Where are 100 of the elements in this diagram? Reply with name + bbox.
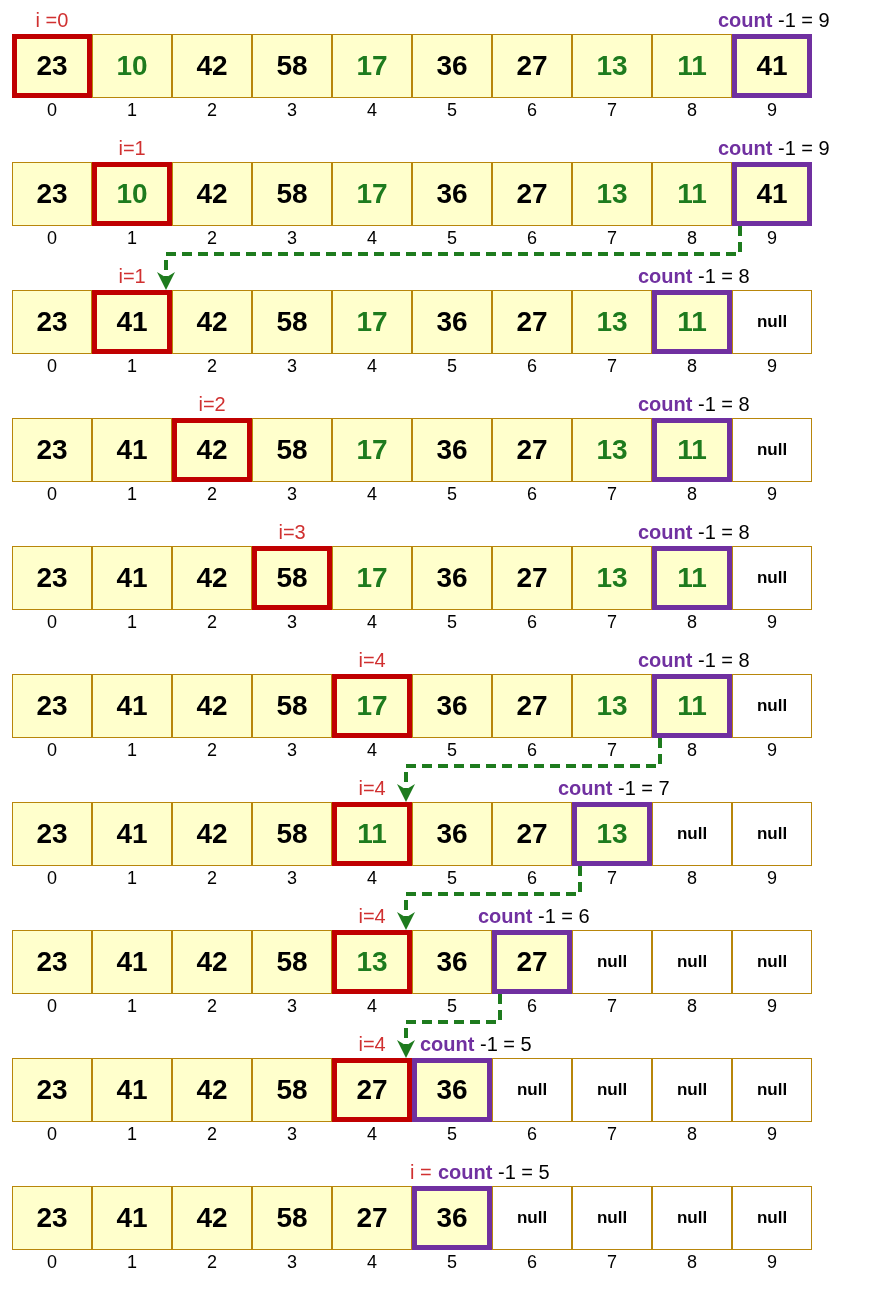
array-cell: null [492, 1186, 572, 1250]
array-cell: 42 [172, 802, 252, 866]
count-label: count -1 = 8 [638, 265, 750, 287]
array-cell: null [732, 674, 812, 738]
index-number: 9 [766, 356, 778, 376]
pointer-label: i=1 [118, 137, 146, 159]
index-number: 3 [286, 356, 298, 376]
index-number: 7 [606, 996, 618, 1016]
index-number: 8 [686, 228, 698, 248]
index-number: 3 [286, 996, 298, 1016]
index-number: 5 [446, 740, 458, 760]
index-number: 1 [126, 356, 138, 376]
index-number: 2 [206, 228, 218, 248]
array-cell: 42 [172, 1058, 252, 1122]
count-label: count -1 = 8 [638, 521, 750, 543]
index-number: 1 [126, 740, 138, 760]
array-cell: 42 [172, 162, 252, 226]
count-label: count -1 = 9 [718, 137, 830, 159]
index-number: 9 [766, 228, 778, 248]
array-cell: 17 [332, 162, 412, 226]
index-number: 7 [606, 1124, 618, 1144]
index-number: 4 [366, 100, 378, 120]
array-cell: 58 [252, 546, 332, 610]
index-number: 2 [206, 356, 218, 376]
array-cell: 27 [492, 34, 572, 98]
index-number: 6 [526, 612, 538, 632]
index-number: 0 [46, 356, 58, 376]
index-number: 3 [286, 100, 298, 120]
array-cell: 58 [252, 930, 332, 994]
array-cell: 11 [652, 162, 732, 226]
array-cell: 13 [572, 290, 652, 354]
index-number: 8 [686, 996, 698, 1016]
array-cell: 36 [412, 546, 492, 610]
array-cell: 41 [92, 930, 172, 994]
count-label: count -1 = 7 [558, 777, 670, 799]
index-number: 5 [446, 100, 458, 120]
index-number: 6 [526, 1252, 538, 1272]
array-cell: 17 [332, 34, 412, 98]
index-number: 4 [366, 868, 378, 888]
pointer-label: i=4 [358, 1033, 386, 1055]
array-cell: 27 [492, 546, 572, 610]
index-number: 2 [206, 1124, 218, 1144]
index-number: 7 [606, 1252, 618, 1272]
array-cell: 13 [572, 418, 652, 482]
pointer-label: i = [410, 1161, 432, 1183]
array-cell: null [732, 930, 812, 994]
array-cell: 13 [332, 930, 412, 994]
index-number: 5 [446, 1124, 458, 1144]
array-cell: 23 [12, 418, 92, 482]
array-cell: 23 [12, 1186, 92, 1250]
index-number: 8 [686, 1124, 698, 1144]
array-cell: 36 [412, 930, 492, 994]
array-cell: 17 [332, 290, 412, 354]
array-cell: 23 [12, 290, 92, 354]
index-number: 4 [366, 484, 378, 504]
index-number: 8 [686, 484, 698, 504]
index-number: 4 [366, 1124, 378, 1144]
array-cell: null [572, 1058, 652, 1122]
index-number: 6 [526, 868, 538, 888]
index-number: 3 [286, 740, 298, 760]
array-cell: 13 [572, 34, 652, 98]
index-number: 9 [766, 1252, 778, 1272]
array-cell: null [732, 1058, 812, 1122]
array-cell: 58 [252, 418, 332, 482]
index-number: 8 [686, 100, 698, 120]
index-number: 8 [686, 1252, 698, 1272]
array-cell: 23 [12, 930, 92, 994]
index-number: 4 [366, 356, 378, 376]
dashed-arrow [397, 738, 662, 802]
index-number: 1 [126, 868, 138, 888]
index-number: 4 [366, 612, 378, 632]
array-cell: 58 [252, 802, 332, 866]
index-number: 3 [286, 484, 298, 504]
index-number: 9 [766, 612, 778, 632]
index-number: 9 [766, 484, 778, 504]
index-number: 9 [766, 996, 778, 1016]
index-number: 5 [446, 996, 458, 1016]
index-number: 9 [766, 1124, 778, 1144]
index-number: 6 [526, 484, 538, 504]
array-cell: 42 [172, 674, 252, 738]
array-cell: 58 [252, 1186, 332, 1250]
index-number: 6 [526, 1124, 538, 1144]
array-cell: 23 [12, 162, 92, 226]
index-number: 4 [366, 740, 378, 760]
index-number: 3 [286, 868, 298, 888]
array-cell: 27 [492, 674, 572, 738]
array-cell: 41 [92, 546, 172, 610]
array-cell: 23 [12, 802, 92, 866]
array-cell: 42 [172, 930, 252, 994]
array-cell: 13 [572, 546, 652, 610]
array-cell: 42 [172, 34, 252, 98]
count-label: count -1 = 5 [420, 1033, 532, 1055]
index-number: 3 [286, 1124, 298, 1144]
pointer-label: i =0 [35, 9, 69, 31]
array-cell: 27 [492, 802, 572, 866]
array-cell: 17 [332, 546, 412, 610]
count-label: count -1 = 8 [638, 649, 750, 671]
array-cell: 41 [92, 1186, 172, 1250]
array-cell: 27 [332, 1058, 412, 1122]
array-cell: 23 [12, 34, 92, 98]
